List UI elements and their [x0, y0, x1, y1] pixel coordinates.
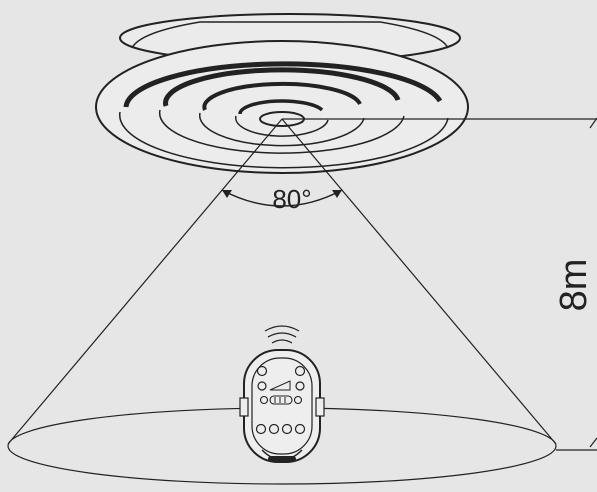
angle-label: 80°	[272, 184, 311, 214]
remote-control-icon	[239, 349, 325, 463]
height-label: 8m	[553, 259, 595, 312]
ceiling-light-icon	[95, 13, 469, 174]
height-dimension	[282, 117, 597, 451]
signal-waves-icon	[264, 325, 300, 344]
angle-indicator	[221, 189, 343, 207]
